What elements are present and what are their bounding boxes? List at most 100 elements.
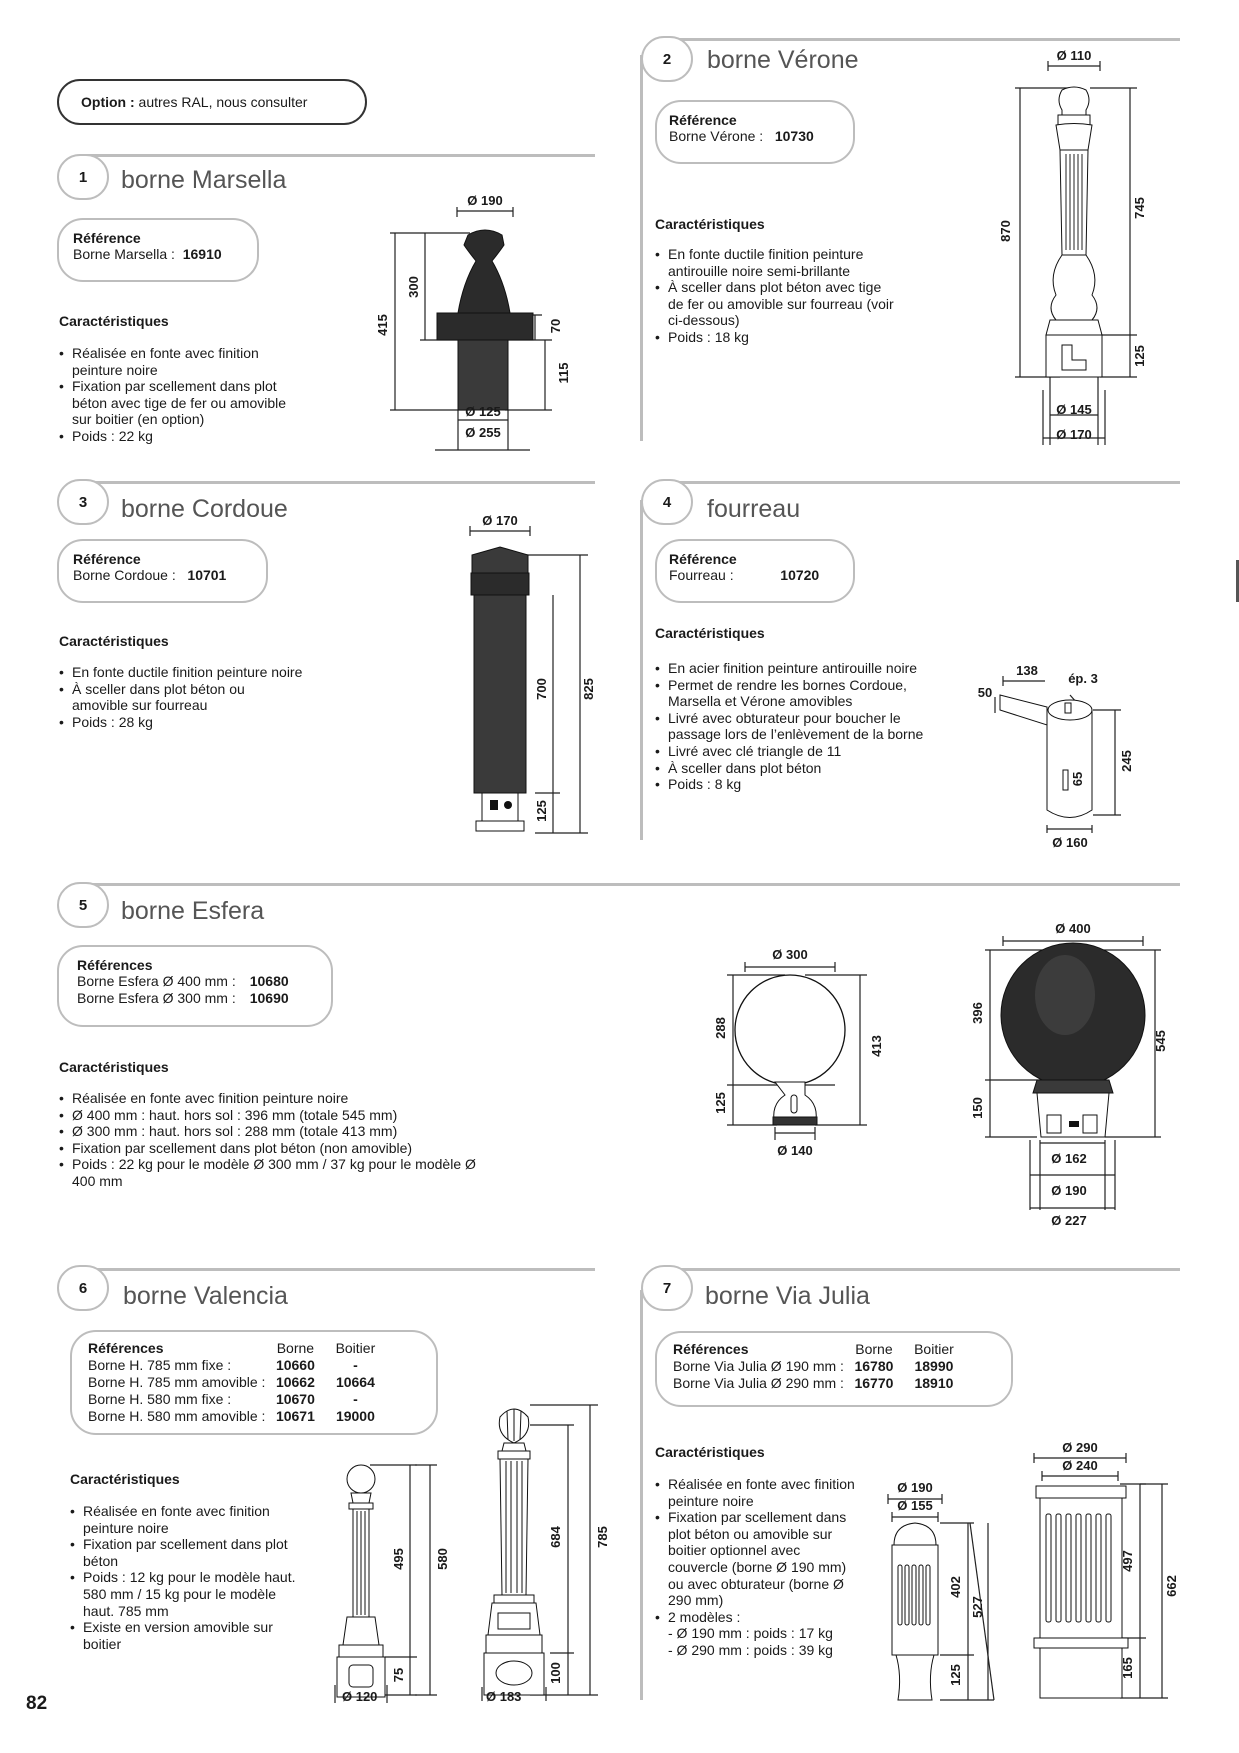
dim-label: 245 [1119,750,1134,772]
option-note: Option : autres RAL, nous consulter [57,79,367,125]
drawing-esfera-300: Ø 300 288 125 413 Ø 140 [713,947,884,1158]
reference-box-marsella: Référence Borne Marsella : 16910 [57,218,259,282]
table-row: Borne H. 580 mm amovible : 10671 19000 [88,1408,385,1425]
table-row: Borne Via Julia Ø 290 mm : 16770 18910 [673,1375,964,1392]
feature-item: Réalisée en fonte avec finition peinture… [59,1090,479,1107]
feature-item: À sceller dans plot béton [655,760,955,777]
feature-item: Livré avec obturateur pour boucher le pa… [655,710,955,743]
drawing-fourreau: 138 ép. 3 50 245 65 Ø 160 [978,663,1134,850]
product-title-valencia: borne Valencia [123,1282,288,1310]
dim-label: Ø 255 [465,425,500,440]
dim-label: 415 [375,314,390,336]
ref-label: Borne H. 785 mm amovible : [88,1374,266,1390]
characteristics-heading-verone: Caractéristiques [655,216,765,232]
reference-line: Borne Vérone : 10730 [669,128,853,144]
dim-label: 138 [1016,663,1038,678]
drawing-marsella: Ø 190 415 300 70 115 Ø 125 Ø 255 [375,193,571,451]
col-header-boitier: Boitier [335,1340,376,1356]
ref-label: Borne H. 785 mm fixe : [88,1357,232,1373]
features-cordoue: En fonte ductile finition peinture noire… [59,664,304,730]
ref-boitier: 19000 [335,1408,375,1424]
ref-boitier: - [353,1357,358,1373]
feature-subitem: - Ø 190 mm : poids : 17 kg [668,1625,833,1642]
reference-line: Borne Marsella : 16910 [73,246,257,262]
ref-label: Borne Esfera Ø 400 mm : [77,973,236,989]
feature-item: 2 modèles : [655,1609,860,1626]
dim-label: Ø 155 [897,1498,932,1513]
feature-item: En fonte ductile finition peinture antir… [655,246,900,279]
feature-item: Fixation par scellement dans plot béton … [59,378,304,428]
section-number-2: 2 [641,36,693,82]
dim-label: 870 [998,220,1013,242]
ref-borne: 10660 [275,1357,315,1373]
option-text: autres RAL, nous consulter [138,94,308,110]
reference-box-fourreau: Référence Fourreau : 10720 [655,539,855,603]
drawing-viajulia-290: Ø 290 Ø 240 497 662 165 [1033,1440,1179,1699]
drawing-valencia-580: 495 580 75 [334,1464,450,1703]
dim-label: Ø 240 [1062,1458,1097,1473]
section-number-3: 3 [57,479,109,525]
ref-label: Borne Esfera Ø 300 mm : [77,990,236,1006]
feature-subitem: - Ø 290 mm : poids : 39 kg [668,1641,833,1658]
reference-code: 10720 [780,567,820,583]
characteristics-heading-viajulia: Caractéristiques [655,1444,765,1460]
reference-box-verone: Référence Borne Vérone : 10730 [655,100,855,164]
features-viajulia: Réalisée en fonte avec finition peinture… [655,1476,860,1659]
reference-label: Borne Cordoue : [73,567,176,583]
reference-line: Borne Cordoue : 10701 [73,567,266,583]
ref-boitier: 18990 [914,1358,954,1374]
drawing-esfera-400: Ø 400 396 150 545 Ø 162 Ø 190 Ø 227 [970,921,1168,1228]
col-header-borne: Borne [276,1340,315,1356]
characteristics-heading-valencia: Caractéristiques [70,1471,180,1487]
feature-item: Ø 400 mm : haut. hors sol : 396 mm (tota… [59,1107,479,1124]
ref-boitier: 18910 [914,1375,954,1391]
dim-label: Ø 227 [1051,1213,1086,1228]
dim-label: 700 [534,678,549,700]
reference-label: Fourreau : [669,567,734,583]
divider-section-7 [663,1268,1180,1271]
feature-item: Réalisée en fonte avec finition peinture… [70,1503,310,1536]
characteristics-heading-marsella: Caractéristiques [59,313,169,329]
ref-label: Borne Via Julia Ø 190 mm : [673,1358,844,1374]
dim-label: 165 [1120,1657,1135,1679]
reference-box-viajulia: Références Borne Boitier Borne Via Julia… [655,1331,1013,1407]
drawing-viajulia-190: Ø 190 Ø 155 402 527 125 [887,1480,995,1701]
ref-code: 10690 [249,990,289,1006]
option-label: Option : [81,94,135,110]
divider-top-right [663,38,1180,41]
section-number-5: 5 [57,882,109,928]
features-esfera: Réalisée en fonte avec finition peinture… [59,1090,479,1190]
feature-item: Réalisée en fonte avec finition peinture… [59,345,304,378]
dim-label: 288 [713,1017,728,1039]
ref-label: Borne H. 580 mm fixe : [88,1391,232,1407]
features-verone: En fonte ductile finition peinture antir… [655,246,900,346]
dim-label: 396 [970,1002,985,1024]
reference-label: Borne Vérone : [669,128,764,144]
features-fourreau: En acier finition peinture antirouille n… [655,660,955,793]
dim-label: Ø 140 [777,1143,812,1158]
dim-label: ép. 3 [1068,671,1098,686]
characteristics-heading-esfera: Caractéristiques [59,1059,169,1075]
dim-label: Ø 170 [1056,427,1091,442]
product-title-cordoue: borne Cordoue [121,495,288,523]
feature-item: À sceller dans plot béton avec tige de f… [655,279,900,329]
ref-label: Borne H. 580 mm amovible : [88,1408,266,1424]
dim-label: Ø 162 [1051,1151,1086,1166]
feature-item: À sceller dans plot béton ou amovible su… [59,681,304,714]
table-row: Borne Via Julia Ø 190 mm : 16780 18990 [673,1358,964,1375]
dim-label-valencia-580-base: Ø 120 [342,1689,378,1704]
dim-label: 684 [548,1525,563,1547]
dim-label: 75 [391,1668,406,1682]
feature-item: Poids : 22 kg pour le modèle Ø 300 mm / … [59,1156,479,1189]
dim-label: 100 [548,1662,563,1684]
reference-line: Fourreau : 10720 [669,567,853,583]
ref-code: 10680 [249,973,289,989]
divider-vertical-4 [640,500,643,840]
dim-label: Ø 110 [1057,48,1092,63]
references-heading: Références [673,1341,749,1357]
ref-boitier: - [353,1391,358,1407]
product-title-verone: borne Vérone [707,46,859,74]
features-valencia: Réalisée en fonte avec finition peinture… [70,1503,310,1652]
references-table-esfera: Borne Esfera Ø 400 mm : 10680 Borne Esfe… [77,973,289,1007]
reference-heading: Référence [73,551,141,567]
